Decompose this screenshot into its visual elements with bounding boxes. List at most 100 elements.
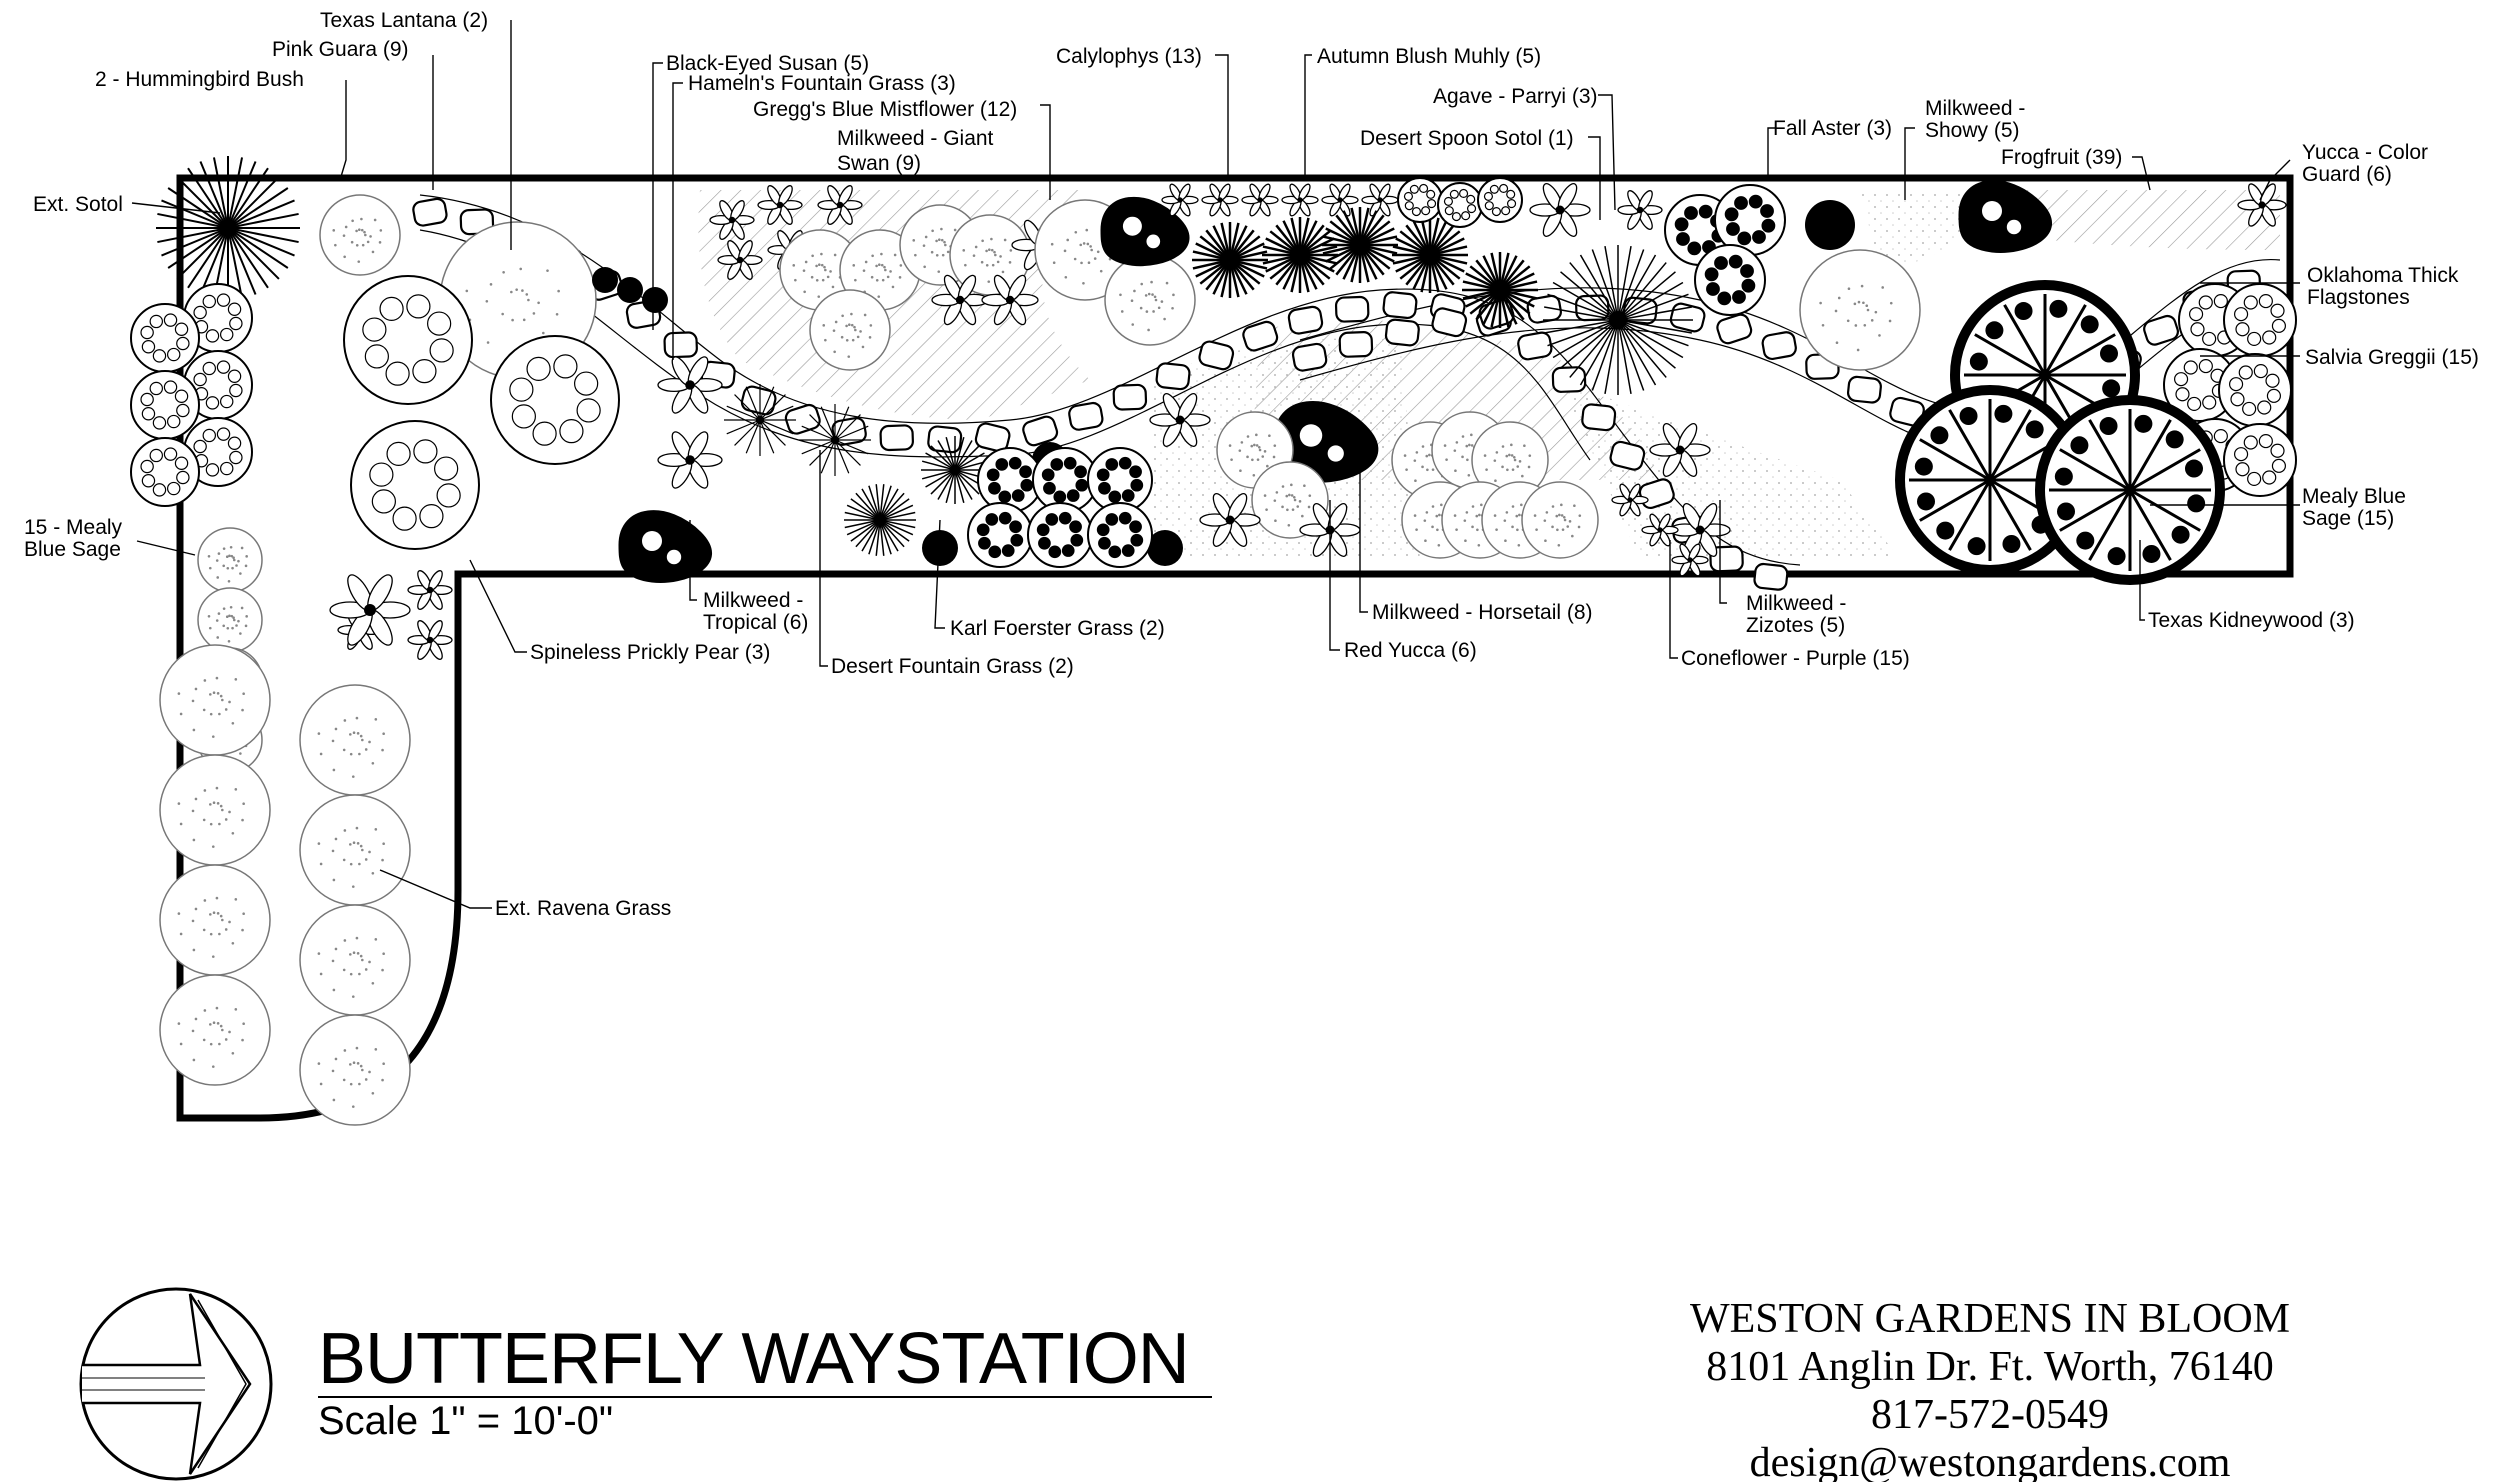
milkweed-horsetail-symbol (1199, 493, 1261, 547)
hummingbird-bush-symbol (329, 574, 411, 646)
spineless-prickly-pear-symbol (343, 275, 473, 405)
milkweed-tropical-symbol (618, 510, 712, 584)
ext-ravena-grass-symbol (159, 974, 271, 1086)
label-red-yucca: Red Yucca (6) (1344, 639, 1477, 662)
greggs-blue-mistflower-symbol (757, 185, 803, 225)
milkweed-horsetail-symbol (1521, 481, 1599, 559)
label-spineless-prickly-pear: Spineless Prickly Pear (3) (530, 641, 770, 664)
calylophys-symbol (1361, 183, 1399, 217)
label-milkweed-tropical-2: Tropical (6) (703, 611, 808, 634)
coneflower-symbol (1641, 513, 1679, 547)
plan-title: BUTTERFLY WAYSTATION (318, 1319, 1189, 1399)
autumn-blush-muhly-symbol (1262, 217, 1338, 293)
label-ext-sotol: Ext. Sotol (33, 193, 123, 216)
title-block: BUTTERFLY WAYSTATION Scale 1" = 10'-0" (318, 1319, 1212, 1443)
company-phone: 817-572-0549 (1871, 1392, 2109, 1438)
coneflower-symbol (1087, 502, 1153, 568)
label-milkweed-horsetail: Milkweed - Horsetail (8) (1372, 601, 1593, 624)
label-calylophys: Calylophys (13) (1056, 45, 1202, 68)
label-milkweed-zizotes-2: Zizotes (5) (1746, 614, 1845, 637)
plant-symbols (130, 156, 2297, 1126)
label-greggs-blue-mistflower: Gregg's Blue Mistflower (12) (753, 98, 1017, 121)
fall-aster-symbol (1714, 184, 1786, 256)
salvia-greggii-symbol (2218, 353, 2292, 427)
pink-guara-symbol (319, 194, 401, 276)
greggs-blue-mistflower-symbol (931, 274, 989, 326)
milkweed-showy-symbol (1100, 196, 1190, 267)
ext-ravena-grass-symbol (159, 644, 271, 756)
label-milkweed-tropical-1: Milkweed - (703, 589, 803, 612)
calylophys-symbol (1161, 183, 1199, 217)
mealy-blue-sage-symbol (197, 527, 263, 593)
frogfruit-symbol (1799, 249, 1921, 371)
ext-ravena-grass-symbol (299, 684, 411, 796)
autumn-blush-muhly-symbol (1462, 252, 1538, 328)
calylophys-symbol (1397, 177, 1443, 223)
autumn-blush-muhly-symbol (1392, 217, 1468, 293)
label-texas-lantana: Texas Lantana (2) (320, 9, 488, 32)
label-mealy-blue-sage-right-1: Mealy Blue (2302, 485, 2406, 508)
label-mealy-blue-sage-left-2: Blue Sage (24, 538, 121, 561)
hummingbird-bush-symbol (407, 570, 453, 610)
ext-ravena-grass-symbol (159, 864, 271, 976)
greggs-blue-mistflower-symbol (709, 200, 755, 240)
plan-scale: Scale 1" = 10'-0" (318, 1399, 613, 1443)
label-oklahoma-flagstones-2: Flagstones (2307, 286, 2410, 309)
label-ext-ravena-grass: Ext. Ravena Grass (495, 897, 671, 920)
ext-ravena-grass-symbol (159, 754, 271, 866)
coneflower-symbol (1671, 543, 1709, 577)
milkweed-showy-symbol (1958, 180, 2052, 254)
mealy-blue-sage-symbol (130, 437, 200, 507)
agave-parryi-symbol (1617, 190, 1663, 230)
ext-ravena-grass-symbol (299, 904, 411, 1016)
mealy-blue-sage-symbol (197, 587, 263, 653)
hummingbird-bush-symbol (407, 620, 453, 660)
spineless-prickly-pear-symbol (350, 420, 480, 550)
bed-outline (176, 174, 2294, 1122)
fall-aster-symbol (1694, 244, 1766, 316)
coneflower-symbol (1032, 447, 1098, 513)
north-arrow-icon (79, 1287, 273, 1481)
spineless-prickly-pear-symbol (490, 335, 620, 465)
label-milkweed-zizotes-1: Milkweed - (1746, 592, 1846, 615)
autumn-blush-muhly-symbol (1322, 207, 1398, 283)
label-fall-aster: Fall Aster (3) (1773, 117, 1892, 140)
label-hamelns-fountain-grass: Hameln's Fountain Grass (3) (688, 72, 956, 95)
greggs-blue-mistflower-symbol (817, 185, 863, 225)
label-desert-fountain-grass: Desert Fountain Grass (2) (831, 655, 1074, 678)
label-autumn-blush-muhly: Autumn Blush Muhly (5) (1317, 45, 1541, 68)
label-mealy-blue-sage-right-2: Sage (15) (2302, 507, 2394, 530)
coneflower-symbol (1027, 502, 1093, 568)
label-milkweed-giant-swan-2: Swan (9) (837, 152, 921, 175)
salvia-greggii-symbol (2223, 283, 2297, 357)
desert-fountain-grass-symbol (844, 484, 916, 556)
label-coneflower-purple: Coneflower - Purple (15) (1681, 647, 1910, 670)
desert-spoon-sotol-symbol (1543, 245, 1693, 395)
label-black-eyed-susan: Black-Eyed Susan (5) (666, 52, 869, 75)
milkweed-horsetail-symbol (1649, 423, 1711, 477)
calylophys-symbol (1437, 182, 1483, 228)
label-frogfruit: Frogfruit (39) (2001, 146, 2122, 169)
black-eyed-susan-symbol (799, 404, 871, 476)
label-pink-guara: Pink Guara (9) (272, 38, 409, 61)
label-yucca-color-guard-1: Yucca - Color (2302, 141, 2428, 164)
coneflower-symbol (1611, 483, 1649, 517)
label-agave-parryi: Agave - Parryi (3) (1433, 85, 1598, 108)
agave-parryi-symbol (1529, 183, 1591, 237)
calylophys-symbol (1321, 183, 1359, 217)
label-mealy-blue-sage-left-1: 15 - Mealy (24, 516, 123, 539)
calylophys-symbol (1477, 177, 1523, 223)
milkweed-horsetail-symbol (1149, 393, 1211, 447)
milkweed-horsetail-symbol (1251, 461, 1329, 539)
hamelns-fountain-grass-symbol (657, 431, 723, 489)
label-milkweed-giant-swan-1: Milkweed - Giant (837, 127, 994, 150)
label-karl-foerster-grass: Karl Foerster Grass (2) (950, 617, 1165, 640)
label-milkweed-showy-2: Showy (5) (1925, 119, 2020, 142)
label-hummingbird-bush: 2 - Hummingbird Bush (95, 68, 304, 91)
salvia-greggii-symbol (2223, 423, 2297, 497)
greggs-blue-mistflower-symbol (717, 240, 763, 280)
coneflower-symbol (967, 502, 1033, 568)
calylophys-symbol (1241, 183, 1279, 217)
yucca-color-guard-symbol (2237, 183, 2287, 227)
